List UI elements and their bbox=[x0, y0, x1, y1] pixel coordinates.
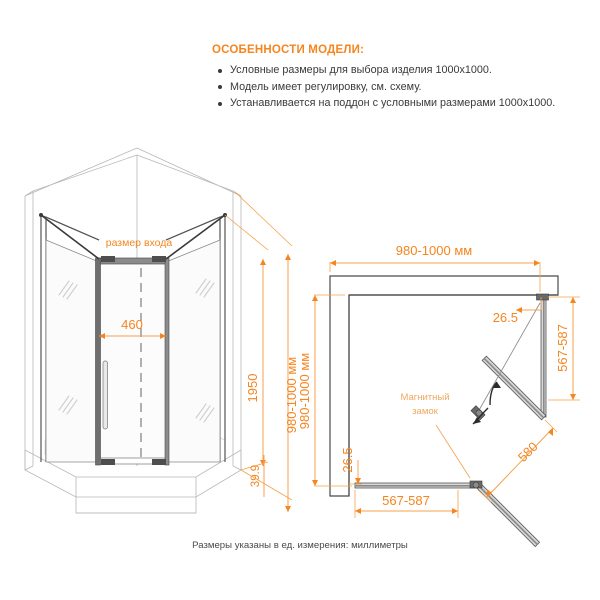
iso-height-label: 1950 bbox=[245, 374, 260, 403]
plan-hinge-bottom bbox=[469, 480, 483, 489]
list-item: Устанавливается на поддон с условными ра… bbox=[218, 96, 592, 112]
plan-hinge-mid bbox=[470, 405, 486, 421]
plan-offset-bottom-label: 26.5 bbox=[340, 447, 355, 472]
iso-door-width-label: 460 bbox=[121, 317, 143, 332]
plan-door-leaf-label: 580 bbox=[515, 439, 541, 465]
plan-bottom-dim-label: 567-587 bbox=[382, 493, 430, 508]
iso-base-height-label: 39.9 bbox=[250, 465, 262, 487]
plan-hinge-top bbox=[536, 293, 549, 301]
iso-glass-reflections bbox=[58, 278, 215, 423]
plan-top-dim-label: 980-1000 мм bbox=[396, 243, 472, 258]
feature-text: Условные размеры для выбора изделия 1000… bbox=[230, 64, 492, 76]
plan-right-dim-label: 567-587 bbox=[555, 324, 570, 372]
plan-magnet-label-line1: Магнитный bbox=[400, 392, 449, 403]
iso-top-rails bbox=[40, 214, 226, 260]
iso-entrance-label: размер входа bbox=[106, 237, 173, 249]
plan-swing-arrow-down-icon bbox=[472, 407, 489, 425]
bullet-icon bbox=[218, 68, 222, 73]
features-block: ОСОБЕННОСТИ МОДЕЛИ: Условные размеры для… bbox=[212, 44, 592, 113]
plan-magnet-leader-line bbox=[435, 424, 471, 479]
iso-overall-label: 980-1000 мм bbox=[284, 357, 299, 433]
list-item: Условные размеры для выбора изделия 1000… bbox=[218, 63, 592, 79]
plan-dimension-bottom: 567-587 bbox=[354, 490, 459, 518]
plan-dimension-top: 980-1000 мм bbox=[329, 243, 541, 292]
plan-dimension-left: 980-1000 мм bbox=[297, 294, 352, 487]
plan-left-dim-label: 980-1000 мм bbox=[297, 353, 312, 429]
plan-dimension-door-leaf: 580 bbox=[477, 419, 558, 503]
iso-shower-tray bbox=[24, 449, 242, 514]
plan-dimension-offset-top: 26.5 bbox=[493, 297, 542, 325]
iso-dimension-39-9: 39.9 bbox=[250, 455, 265, 497]
bullet-icon bbox=[218, 85, 222, 90]
iso-door-panel bbox=[98, 257, 167, 465]
plan-dimension-offset-bottom: 26.5 bbox=[340, 447, 362, 485]
plan-offset-top-label: 26.5 bbox=[493, 310, 518, 325]
iso-dimension-overall: 980-1000 мм bbox=[234, 191, 299, 512]
plan-door-closed-position bbox=[477, 302, 541, 413]
iso-rail-joint-left bbox=[39, 213, 43, 217]
plan-dimension-right: 567-587 bbox=[548, 296, 580, 401]
features-list: Условные размеры для выбора изделия 1000… bbox=[212, 63, 592, 112]
feature-text: Устанавливается на поддон с условными ра… bbox=[230, 97, 556, 110]
plan-wall-inner bbox=[348, 294, 558, 496]
bullet-icon bbox=[218, 101, 222, 106]
iso-door-handle bbox=[102, 360, 108, 430]
iso-hinge-blocks bbox=[101, 256, 166, 465]
plan-fixed-panel-right bbox=[540, 296, 547, 418]
feature-text: Модель имеет регулировку, см. схему. bbox=[230, 80, 422, 93]
units-caption: Размеры указаны в ед. измерения: миллиме… bbox=[192, 540, 408, 551]
list-item: Модель имеет регулировку, см. схему. bbox=[218, 80, 592, 96]
plan-door-leaf bbox=[475, 355, 547, 548]
features-title: ОСОБЕННОСТИ МОДЕЛИ: bbox=[212, 44, 365, 56]
plan-fixed-panel-bottom bbox=[354, 482, 476, 489]
plan-magnet-label-line2: замок bbox=[412, 406, 438, 417]
iso-dimension-460: 460 bbox=[99, 317, 166, 339]
plan-swing-arrow-up-icon bbox=[489, 381, 501, 406]
